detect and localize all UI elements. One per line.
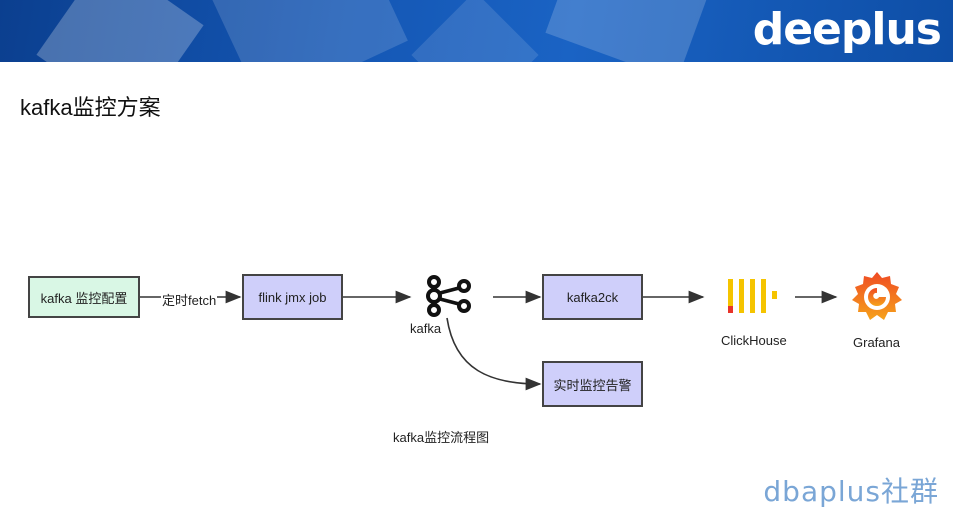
- grafana-logo-icon: [852, 272, 902, 320]
- node-label: flink jmx job: [258, 289, 327, 305]
- edge-label-fetch: 定时fetch: [161, 290, 218, 309]
- node-flink-jmx-job[interactable]: flink jmx job: [242, 274, 343, 320]
- diagram-caption: kafka监控流程图: [393, 430, 490, 445]
- node-label: 实时监控告警: [553, 377, 632, 393]
- brand-logo: deeplus: [752, 4, 942, 55]
- node-label: kafka2ck: [566, 289, 619, 305]
- header-banner: deeplus: [0, 0, 953, 62]
- watermark: dbaplus社群: [763, 475, 939, 508]
- node-kafka2ck[interactable]: kafka2ck: [542, 274, 643, 320]
- clickhouse-logo-icon: [728, 279, 777, 313]
- kafka-logo-icon: [426, 275, 471, 317]
- edge-kafka-to-alert: [446, 317, 542, 391]
- node-label: kafka 监控配置: [40, 290, 128, 306]
- node-label-grafana: Grafana: [853, 335, 900, 350]
- node-label-kafka: kafka: [410, 321, 442, 336]
- node-label-clickhouse: ClickHouse: [721, 333, 787, 348]
- node-kafka-monitor-config[interactable]: kafka 监控配置: [28, 276, 140, 318]
- slide-title: kafka监控方案: [20, 95, 161, 120]
- node-realtime-alert[interactable]: 实时监控告警: [542, 361, 643, 407]
